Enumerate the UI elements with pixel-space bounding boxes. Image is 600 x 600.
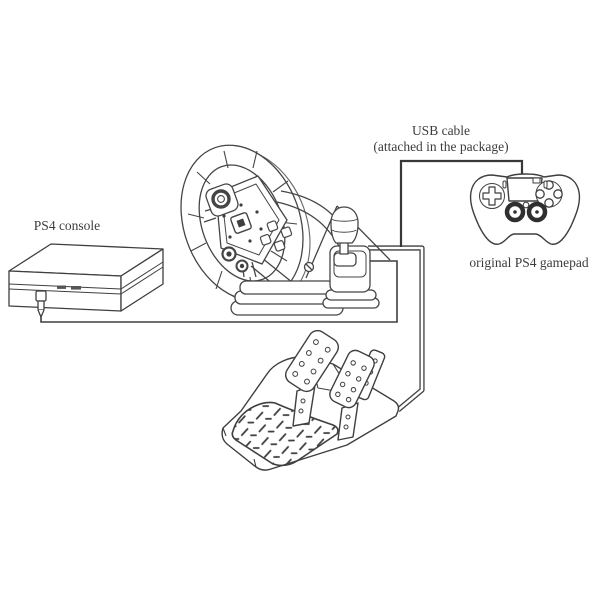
ps4-console — [8, 243, 164, 318]
hub-dpad — [259, 220, 293, 252]
pedal-cable — [368, 245, 425, 412]
ps-home-button — [522, 201, 530, 209]
share-button — [502, 180, 507, 189]
gamepad-label: original PS4 gamepad — [469, 255, 589, 270]
cables — [40, 159, 524, 412]
shifter-stick — [339, 241, 349, 255]
console-label: PS4 console — [33, 218, 101, 233]
usb-cable-label-title: USB cable — [411, 123, 471, 138]
hub-dial — [205, 183, 239, 217]
wheel-hub — [203, 175, 293, 278]
usb-cable-label: USB cable (attached in the package) — [356, 123, 526, 155]
usb-port — [71, 286, 81, 290]
shifter-knob — [330, 206, 359, 244]
right-pedal-plate — [329, 349, 375, 409]
racing-wheel — [180, 144, 391, 316]
gear-shifter — [322, 206, 380, 309]
usb-cable-line — [399, 159, 524, 247]
console-cable-line — [40, 260, 398, 323]
foot-pedals — [221, 329, 400, 471]
usb-port — [57, 285, 66, 289]
face-buttons — [535, 180, 563, 208]
wheel-base-stack — [230, 280, 344, 316]
ps4-gamepad — [469, 173, 581, 245]
hub-dots — [222, 203, 263, 243]
diamond-plate-pad — [231, 401, 339, 467]
left-pedal-plate — [284, 329, 340, 393]
center-button — [230, 212, 252, 234]
options-button — [543, 180, 548, 189]
usb-cable-label-note: (attached in the package) — [373, 139, 509, 154]
usb-plug — [35, 290, 47, 318]
gamepad-dpad — [482, 186, 502, 206]
